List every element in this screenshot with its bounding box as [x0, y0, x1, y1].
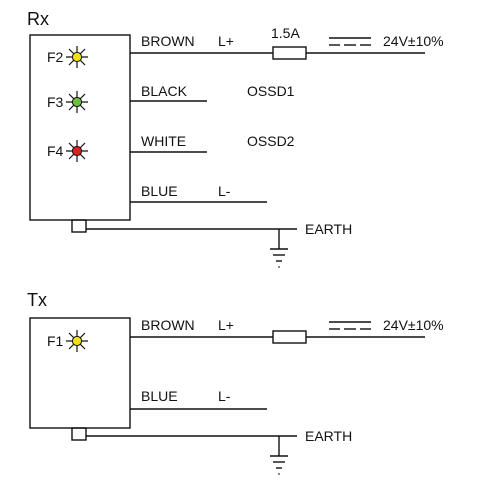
tx-wire-blue: BLUE L- — [130, 388, 267, 410]
rx-fuse-rating: 1.5A — [271, 25, 300, 41]
rx-supply-voltage: 24V±10% — [383, 33, 444, 49]
rx-title: Rx — [27, 9, 49, 29]
ground-icon — [269, 455, 289, 475]
tx-earth-label: EARTH — [305, 428, 352, 444]
rx-led-f4: F4 — [47, 139, 89, 163]
tx-wire-brown: BROWN L+ 24V±10% — [130, 317, 444, 344]
rx-wire-black-signal: OSSD1 — [247, 83, 295, 99]
rx-led-f2-label: F2 — [47, 49, 64, 65]
rx-section: Rx F2 F3 F4 — [27, 9, 444, 268]
earth-terminal-icon — [71, 427, 87, 441]
rx-device-box — [29, 34, 131, 221]
rx-earth: EARTH — [71, 219, 352, 268]
tx-wire-blue-name: BLUE — [141, 388, 178, 404]
rx-led-f2: F2 — [47, 45, 89, 69]
tx-supply-voltage: 24V±10% — [383, 317, 444, 333]
rx-earth-label: EARTH — [305, 221, 352, 237]
rx-wire-black-name: BLACK — [141, 83, 188, 99]
tx-title: Tx — [27, 290, 47, 310]
led-light-icon — [65, 90, 89, 114]
tx-device-box — [29, 317, 131, 429]
tx-led-f1-label: F1 — [47, 333, 64, 349]
fuse-icon — [272, 330, 307, 344]
tx-wire-brown-name: BROWN — [141, 317, 195, 333]
led-light-icon — [65, 45, 89, 69]
led-light-icon — [65, 139, 89, 163]
rx-wire-brown-signal: L+ — [218, 33, 234, 49]
rx-wire-black: BLACK OSSD1 — [130, 83, 295, 102]
tx-earth: EARTH — [71, 427, 352, 475]
dc-supply-icon — [329, 37, 371, 46]
tx-led-f1: F1 — [47, 329, 89, 353]
rx-led-f4-label: F4 — [47, 143, 64, 159]
rx-wire-blue-signal: L- — [218, 183, 231, 199]
ground-icon — [269, 248, 289, 268]
rx-wire-white: WHITE OSSD2 — [130, 133, 295, 153]
tx-wire-brown-signal: L+ — [218, 317, 234, 333]
rx-wire-blue: BLUE L- — [130, 183, 267, 203]
rx-led-f3-label: F3 — [47, 94, 64, 110]
rx-wire-white-name: WHITE — [141, 133, 186, 149]
tx-section: Tx F1 BROWN L+ 24V±10% BLUE — [27, 290, 444, 475]
fuse-icon — [272, 46, 307, 60]
earth-terminal-icon — [71, 219, 87, 233]
dc-supply-icon — [329, 321, 371, 330]
rx-wire-brown: BROWN L+ 1.5A 24V±10% — [130, 25, 444, 60]
tx-wire-blue-signal: L- — [218, 388, 231, 404]
rx-wire-white-signal: OSSD2 — [247, 133, 295, 149]
led-light-icon — [65, 329, 89, 353]
rx-wire-brown-name: BROWN — [141, 33, 195, 49]
rx-led-f3: F3 — [47, 90, 89, 114]
rx-wire-blue-name: BLUE — [141, 183, 178, 199]
